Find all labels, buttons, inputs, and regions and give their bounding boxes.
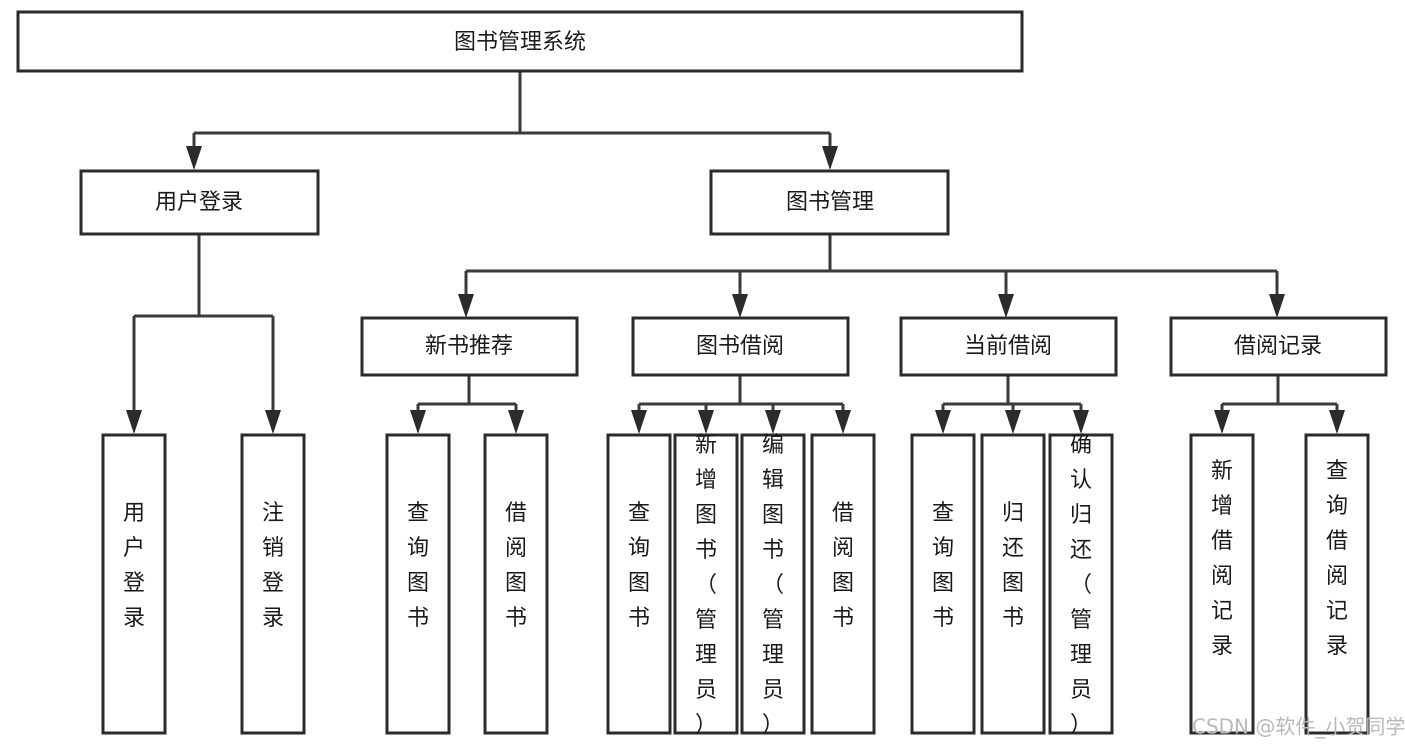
leaf-book-borrow-3[interactable]: 借阅图书: [810, 433, 876, 735]
leaf-new-book-0-label: 查询图书: [407, 501, 429, 631]
node-new-book-recommend-label: 新书推荐: [425, 334, 513, 359]
connector-group: [126, 71, 1345, 434]
leaf-book-borrow-0-box[interactable]: [606, 433, 672, 735]
leaf-current-borrow-2-box[interactable]: [1048, 433, 1114, 735]
node-root-system[interactable]: 图书管理系统: [16, 10, 1024, 73]
arrow-current-borrow-leaf1: [935, 410, 951, 434]
arrow-book-borrow-leaf4: [835, 410, 851, 434]
arrow-book-borrow-leaf1: [631, 410, 647, 434]
node-book-borrow[interactable]: 图书借阅: [631, 316, 850, 377]
leaf-user-login-0-label: 用户登录: [123, 501, 145, 631]
leaf-book-borrow-0-label: 查询图书: [628, 501, 650, 631]
node-current-borrow[interactable]: 当前借阅: [899, 316, 1118, 377]
arrow-user-login-leaf2: [265, 410, 281, 434]
arrow-to-user-login: [186, 146, 202, 170]
node-user-login-box[interactable]: [79, 169, 320, 236]
arrow-user-login-leaf1: [126, 410, 142, 434]
leaf-current-borrow-0[interactable]: 查询图书: [910, 433, 976, 735]
leaf-borrow-record-1-box[interactable]: [1304, 433, 1370, 735]
arrow-new-book-leaf2: [508, 410, 524, 434]
node-new-book-recommend[interactable]: 新书推荐: [360, 316, 579, 377]
node-borrow-record-box[interactable]: [1169, 316, 1388, 377]
leaf-book-borrow-2-box[interactable]: [740, 433, 806, 735]
node-new-book-recommend-box[interactable]: [360, 316, 579, 377]
arrow-borrow-record-leaf2: [1329, 410, 1345, 434]
leaf-book-borrow-0[interactable]: 查询图书: [606, 433, 672, 735]
leaf-borrow-record-1[interactable]: 查询借阅记录: [1304, 433, 1370, 735]
leaf-new-book-0-box[interactable]: [385, 433, 451, 735]
arrow-book-borrow-leaf3: [765, 410, 781, 434]
node-borrow-record-label: 借阅记录: [1234, 334, 1322, 359]
arrow-book-borrow-leaf2: [698, 410, 714, 434]
arrow-new-book-leaf1: [410, 410, 426, 434]
node-root-label: 图书管理系统: [454, 30, 586, 55]
leaf-book-borrow-2-label: 编辑图书（管理员）: [762, 433, 784, 738]
leaf-current-borrow-2[interactable]: 确认归还（管理员）: [1048, 433, 1114, 738]
leaf-current-borrow-0-box[interactable]: [910, 433, 976, 735]
leaf-borrow-record-1-label: 查询借阅记录: [1326, 459, 1348, 659]
node-book-borrow-label: 图书借阅: [696, 334, 784, 359]
leaf-book-borrow-1-box[interactable]: [673, 433, 739, 735]
leaf-book-borrow-3-box[interactable]: [810, 433, 876, 735]
leaf-user-login-1-box[interactable]: [240, 433, 306, 735]
node-book-borrow-box[interactable]: [631, 316, 850, 377]
leaf-book-borrow-1[interactable]: 新增图书（管理员）: [673, 433, 739, 738]
leaf-current-borrow-1-label: 归还图书: [1002, 501, 1024, 631]
node-book-manage[interactable]: 图书管理: [709, 169, 950, 236]
arrow-borrow-record-leaf1: [1214, 410, 1230, 434]
leaf-user-login-1-label: 注销登录: [262, 501, 284, 631]
node-book-manage-label: 图书管理: [786, 190, 874, 215]
arrow-to-book-manage: [822, 146, 838, 170]
leaf-user-login-0[interactable]: 用户登录: [101, 433, 167, 735]
leaf-new-book-0[interactable]: 查询图书: [385, 433, 451, 735]
leaf-book-borrow-2[interactable]: 编辑图书（管理员）: [740, 433, 806, 738]
leaf-borrow-record-0-box[interactable]: [1189, 433, 1255, 735]
arrow-to-book-borrow: [732, 294, 748, 318]
arrow-to-current-borrow: [998, 294, 1014, 318]
leaf-borrow-record-0[interactable]: 新增借阅记录: [1189, 433, 1255, 735]
arrow-current-borrow-leaf2: [1005, 410, 1021, 434]
arrow-to-borrow-record: [1269, 294, 1285, 318]
node-current-borrow-label: 当前借阅: [964, 334, 1052, 359]
leaf-current-borrow-1[interactable]: 归还图书: [980, 433, 1046, 735]
leaf-new-book-1-label: 借阅图书: [505, 501, 527, 631]
node-user-login-label: 用户登录: [155, 190, 243, 215]
arrow-current-borrow-leaf3: [1073, 410, 1089, 434]
node-book-manage-box[interactable]: [709, 169, 950, 236]
leaf-current-borrow-0-label: 查询图书: [932, 501, 954, 631]
leaf-user-login-0-box[interactable]: [101, 433, 167, 735]
csdn-watermark: CSDN @软件_小贺同学: [1192, 715, 1405, 739]
node-borrow-record[interactable]: 借阅记录: [1169, 316, 1388, 377]
leaf-book-borrow-1-label: 新增图书（管理员）: [695, 433, 717, 738]
leaf-borrow-record-0-label: 新增借阅记录: [1211, 459, 1233, 659]
leaf-book-borrow-3-label: 借阅图书: [832, 501, 854, 631]
arrow-to-new-book: [458, 294, 474, 318]
leaf-new-book-1[interactable]: 借阅图书: [483, 433, 549, 735]
node-root-box[interactable]: [16, 10, 1024, 73]
leaf-user-login-1[interactable]: 注销登录: [240, 433, 306, 735]
leaf-current-borrow-1-box[interactable]: [980, 433, 1046, 735]
leaf-new-book-1-box[interactable]: [483, 433, 549, 735]
node-current-borrow-box[interactable]: [899, 316, 1118, 377]
leaf-current-borrow-2-label: 确认归还（管理员）: [1070, 433, 1092, 738]
node-user-login[interactable]: 用户登录: [79, 169, 320, 236]
